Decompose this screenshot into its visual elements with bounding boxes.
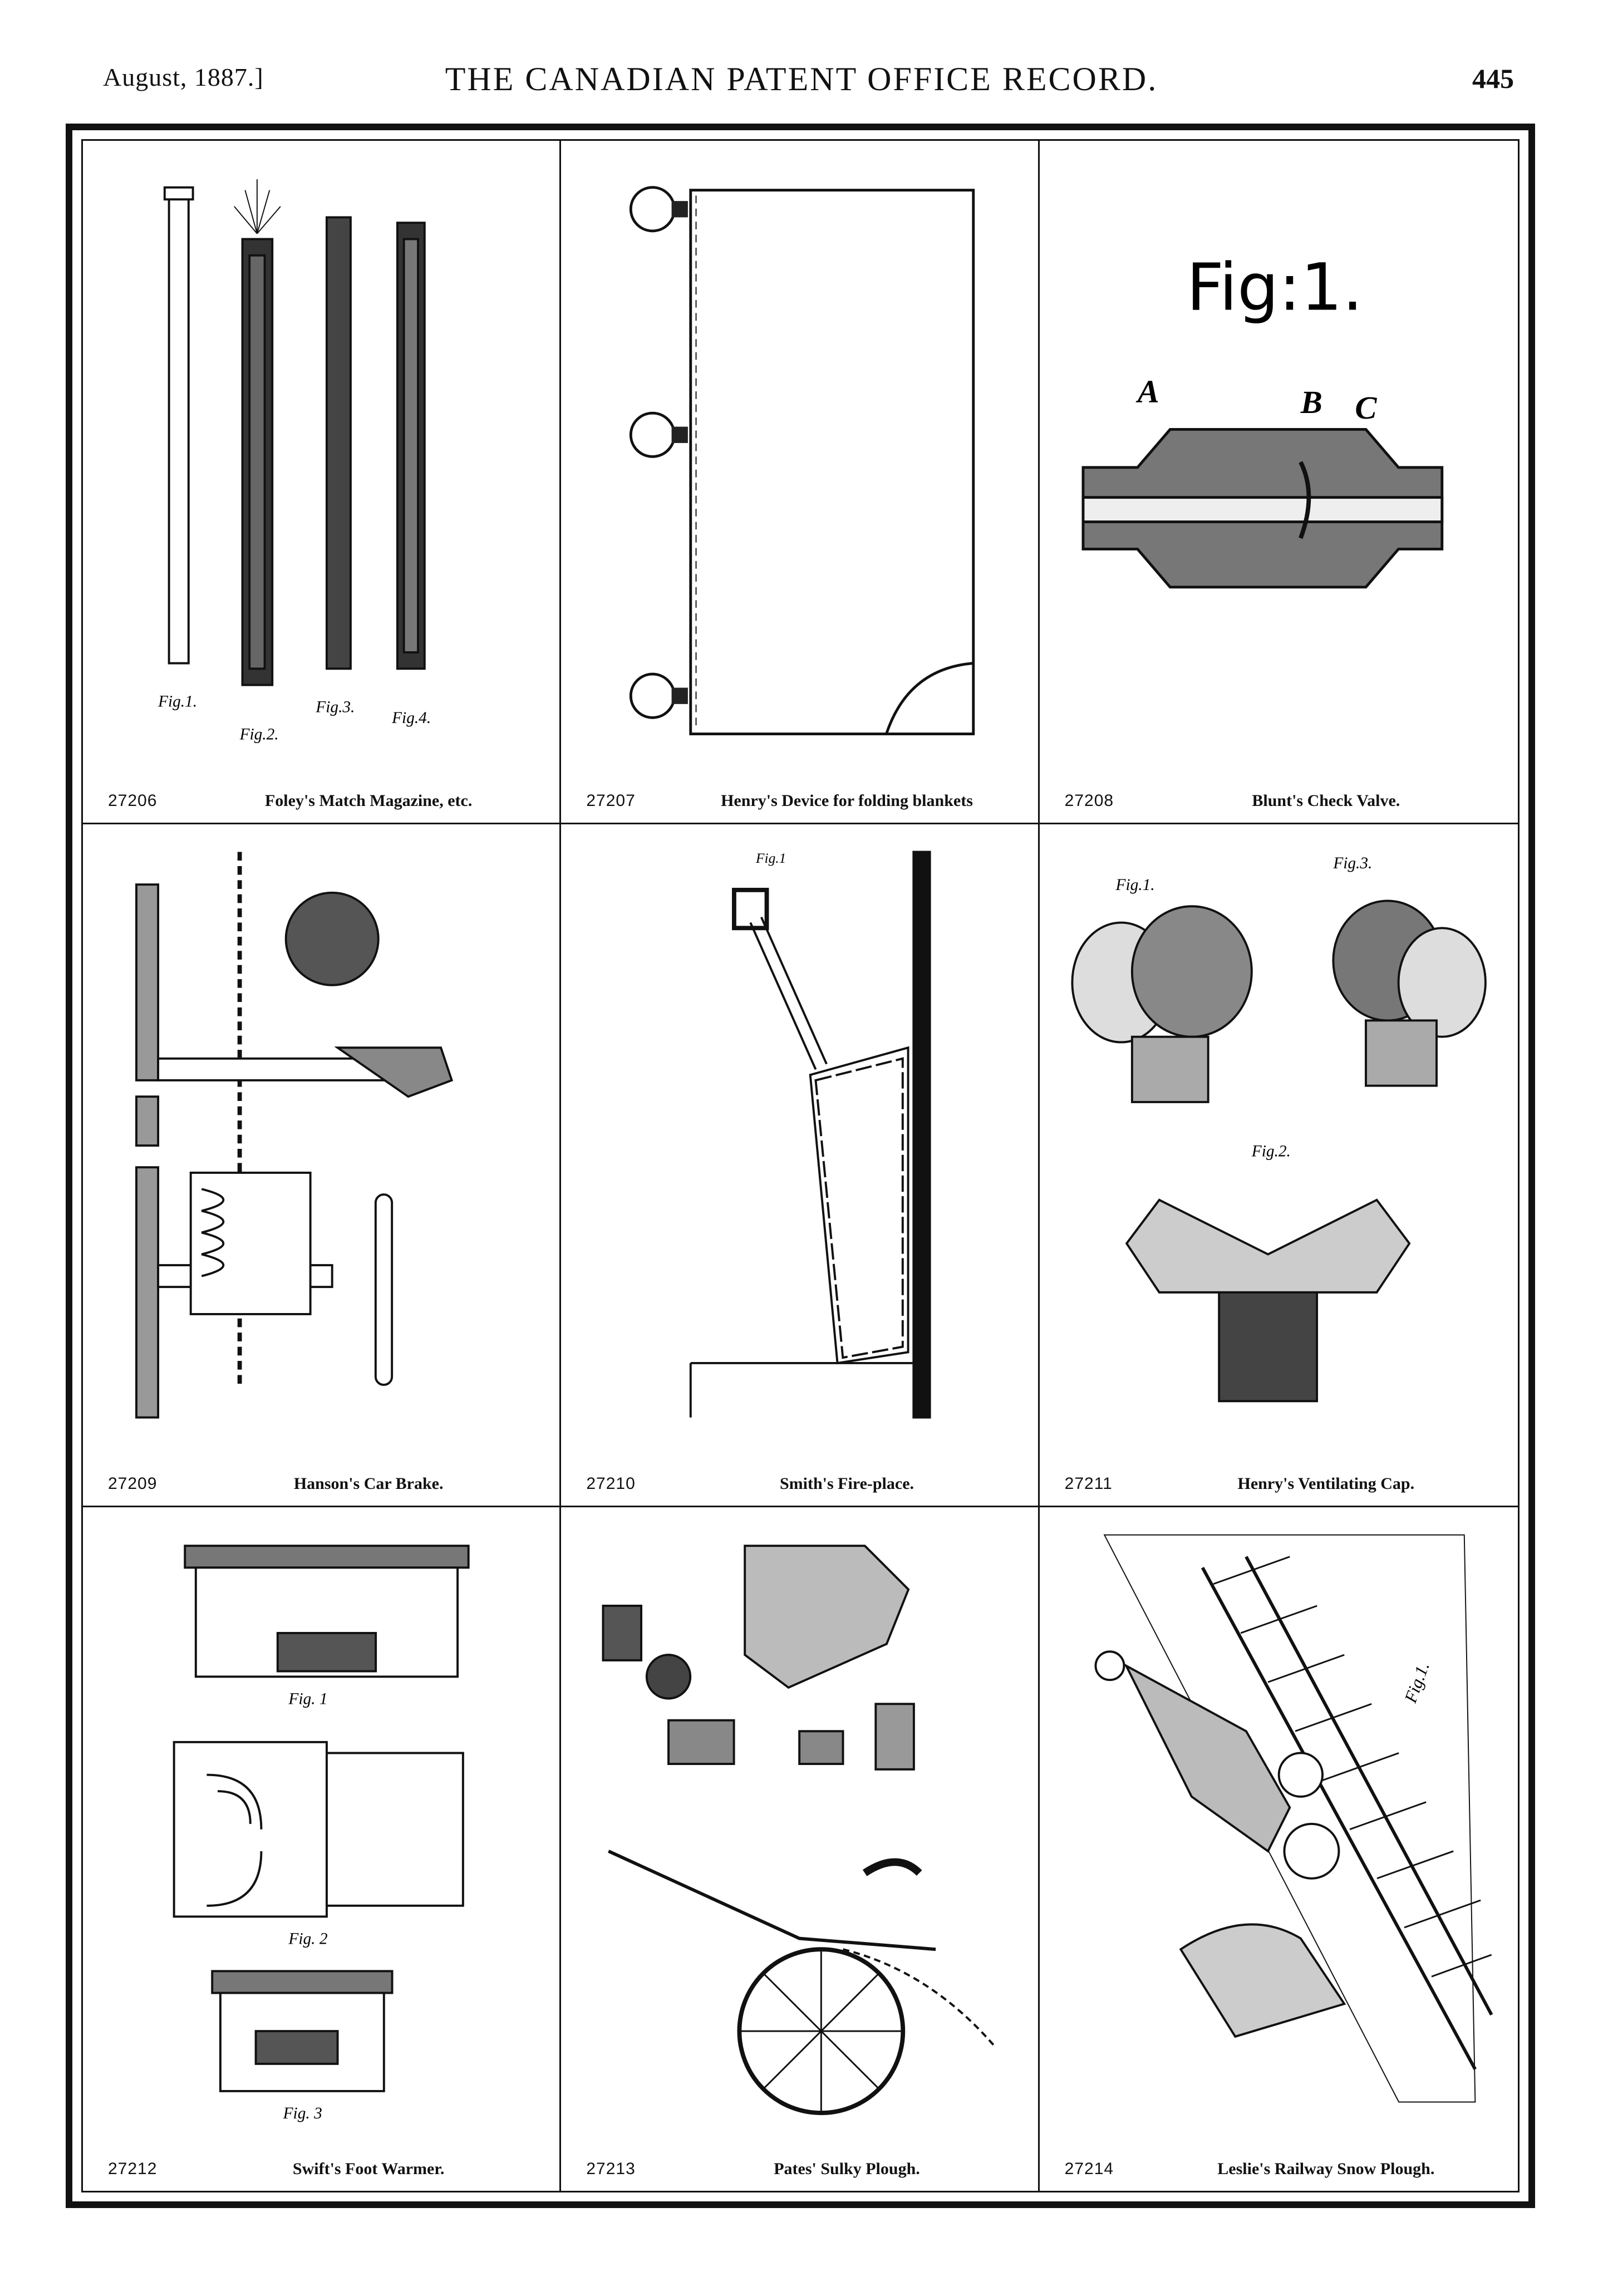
fig-label: Fig.1. <box>1400 1660 1433 1706</box>
patent-title: Hanson's Car Brake. <box>293 1474 444 1493</box>
fig-label: Fig.2. <box>239 725 279 743</box>
patent-title: Swift's Foot Warmer. <box>292 2159 445 2178</box>
patent-cell-27206: Fig.1. Fig.2. Fig.3. Fig.4. 27206 Foley'… <box>83 141 562 824</box>
patent-title: Foley's Match Magazine, etc. <box>264 791 473 810</box>
blanket-folding-drawing <box>630 186 975 736</box>
patent-cell-27213: 27213 Pates' Sulky Plough. <box>561 1507 1040 2191</box>
patent-number: 27212 <box>108 2159 158 2178</box>
fig-label: Fig.4. <box>391 709 431 727</box>
fig-label: Fig. 2 <box>288 1930 327 1948</box>
check-valve-drawing: Fig:1. A B C <box>1081 249 1443 589</box>
patent-number: 27211 <box>1064 1474 1113 1493</box>
fire-place-drawing: Fig.1 <box>690 850 931 1419</box>
fig-label: Fig.3. <box>1332 854 1372 872</box>
railway-snow-plough-drawing: Fig.1. <box>1094 1534 1493 2103</box>
match-magazine-drawing: Fig.1. Fig.2. Fig.3. Fig.4. <box>158 179 431 743</box>
patent-cell-27212: Fig. 1 Fig. 2 Fig. 3 27212 Swift's Foot … <box>83 1507 562 2191</box>
patent-cell-27211: Fig.1. Fig.2. Fig.3. 27211 <box>1039 824 1518 1508</box>
patent-number: 27206 <box>108 791 158 810</box>
fig-label: Fig:1. <box>1186 249 1363 326</box>
patent-title: Henry's Ventilating Cap. <box>1237 1474 1415 1493</box>
patent-cell-27209: 27209 Hanson's Car Brake. <box>83 824 562 1508</box>
header-date: August, 1887.] <box>103 63 264 91</box>
patent-number: 27209 <box>108 1474 158 1493</box>
patent-number: 27208 <box>1064 791 1114 810</box>
patent-title: Henry's Device for folding blankets <box>721 791 973 810</box>
car-brake-drawing <box>135 852 454 1419</box>
page-number: 445 <box>1472 63 1514 94</box>
patent-grid: Fig.1. Fig.2. Fig.3. Fig.4. 27206 Foley'… <box>83 141 1518 2191</box>
fig-label: Fig. 1 <box>288 1690 327 1708</box>
foot-warmer-drawing: Fig. 1 Fig. 2 Fig. 3 <box>173 1545 470 2122</box>
patent-title: Blunt's Check Valve. <box>1252 791 1400 810</box>
part-label: B <box>1300 384 1322 420</box>
patent-cell-27207: 27207 Henry's Device for folding blanket… <box>561 141 1040 824</box>
fig-label: Fig.1 <box>755 850 786 866</box>
fig-label: Fig. 3 <box>283 2105 322 2122</box>
patent-number: 27207 <box>586 791 636 810</box>
part-label: A <box>1135 373 1159 410</box>
part-label: C <box>1355 390 1377 426</box>
ventilating-cap-drawing: Fig.1. Fig.2. Fig.3. <box>1071 854 1487 1402</box>
patent-number: 27210 <box>586 1474 636 1493</box>
header-title: THE CANADIAN PATENT OFFICE RECORD. <box>445 61 1158 97</box>
patent-cell-27214: Fig.1. <box>1040 1507 1518 2191</box>
patent-cell-27208: Fig:1. A B C 27208 Blunt's Check Valve. <box>1039 141 1518 824</box>
page-header: August, 1887.] THE CANADIAN PATENT OFFIC… <box>0 0 1603 128</box>
patent-title: Pates' Sulky Plough. <box>774 2159 920 2178</box>
patent-cell-27210: Fig.1 27210 Smith's Fire-place. <box>561 824 1040 1508</box>
fig-label: Fig.1. <box>1115 876 1154 894</box>
patent-title: Smith's Fire-place. <box>779 1474 914 1493</box>
patent-title: Leslie's Railway Snow Plough. <box>1217 2159 1435 2178</box>
fig-label: Fig.3. <box>315 698 355 716</box>
fig-label: Fig.1. <box>158 693 197 711</box>
patent-number: 27213 <box>586 2159 636 2178</box>
patent-number: 27214 <box>1064 2159 1114 2178</box>
sulky-plough-drawing <box>602 1545 997 2116</box>
fig-label: Fig.2. <box>1251 1142 1290 1160</box>
patent-plate-frame: Fig.1. Fig.2. Fig.3. Fig.4. 27206 Foley'… <box>66 124 1535 2208</box>
